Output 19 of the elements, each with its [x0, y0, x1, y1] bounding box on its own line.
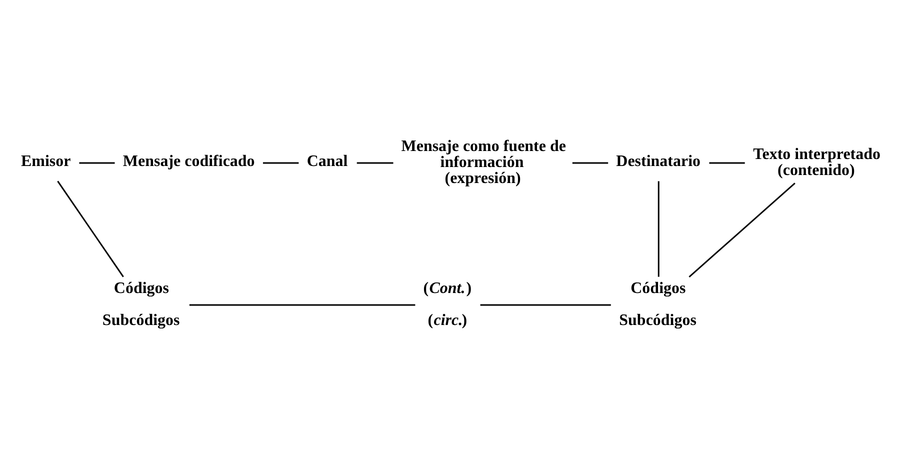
- node-text: Códigos Subcódigos: [618, 279, 696, 328]
- node-text: Códigos Subcódigos: [102, 279, 180, 328]
- node-text: (Cont.) (circ.): [422, 279, 472, 328]
- connector: [708, 162, 744, 164]
- node-text: Texto interpretado (contenido): [752, 145, 880, 178]
- connector: [572, 162, 608, 164]
- connector: [56, 180, 124, 277]
- connector: [78, 162, 114, 164]
- node-text: Destinatario: [616, 152, 700, 170]
- node-text: Canal: [306, 152, 348, 170]
- connector: [188, 304, 415, 306]
- node-text: Mensaje como fuente de información (expresión): [400, 137, 566, 186]
- connector: [657, 180, 659, 276]
- connector: [356, 162, 393, 164]
- connector: [480, 304, 610, 306]
- node-text: Emisor: [20, 152, 70, 170]
- connector: [688, 182, 795, 277]
- connector: [262, 162, 298, 164]
- node-text: Mensaje codificado: [122, 152, 254, 170]
